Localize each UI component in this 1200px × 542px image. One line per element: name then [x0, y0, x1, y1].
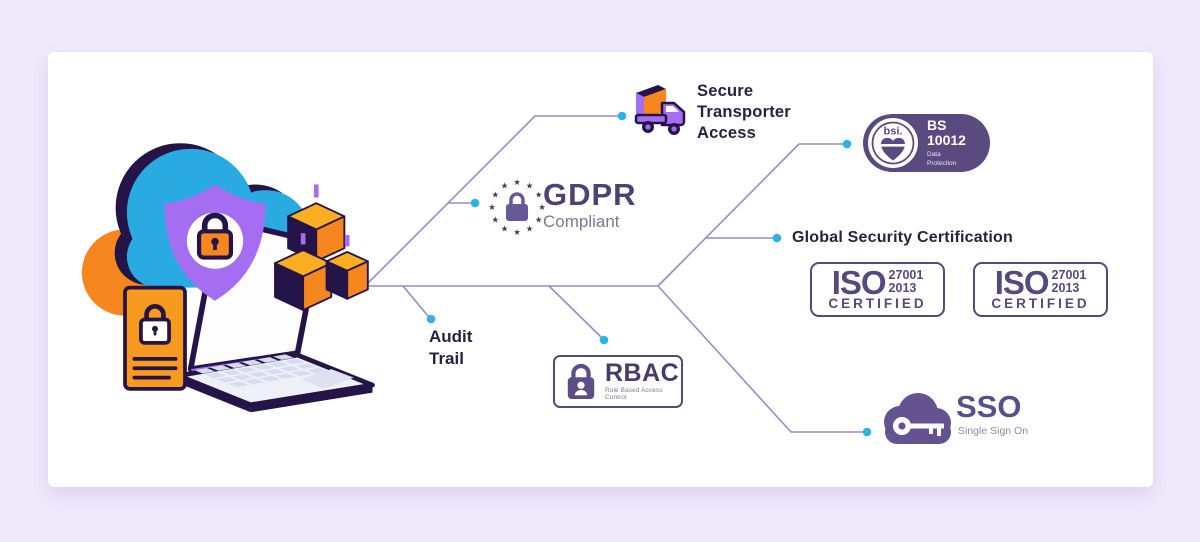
- connector-audit-trail: [402, 285, 429, 317]
- bs10012-scope: Data Protection: [927, 151, 966, 167]
- bsi-logo-icon: bsi.: [868, 118, 918, 168]
- rbac-text-block: RBAC Role Based Access Control: [605, 359, 681, 401]
- rbac-subtitle: Role Based Access Control: [605, 386, 663, 401]
- sso-title: SSO: [956, 389, 1022, 424]
- svg-text:★: ★: [535, 216, 543, 226]
- iso-badge1-row: ISO 27001 2013: [831, 263, 924, 301]
- sso-cloud-shape: [884, 393, 951, 444]
- gdpr-label-block: GDPR Compliant: [543, 179, 637, 232]
- gdpr-star-ring: ★★★★★★★★★★★★: [488, 178, 546, 238]
- audit-trail-label: Audit Trail: [429, 326, 472, 371]
- secure-document-icon: [123, 285, 187, 391]
- svg-text:★: ★: [488, 203, 496, 213]
- laptop-trackpad: [301, 369, 354, 389]
- iso-badge1-certified: CERTIFIED: [828, 295, 927, 311]
- connector-secure-transporter: [364, 115, 619, 287]
- secure-transporter-line2: Transporter: [697, 103, 791, 122]
- sso-cloud-key-icon: [884, 393, 951, 444]
- bs10012-scope-line1: Data: [927, 151, 941, 159]
- secure-transporter-access-label: Secure Transporter Access: [697, 81, 791, 144]
- data-blocks-icon: [274, 184, 369, 311]
- iso-badge1-year: 2013: [888, 280, 917, 295]
- svg-text:★: ★: [535, 191, 543, 201]
- connector-sso: [657, 285, 864, 433]
- bs10012-badge: bsi. BS 10012 Data Protection: [863, 114, 990, 172]
- svg-text:★: ★: [526, 225, 534, 235]
- iso-badge1-numbers: 27001 2013: [888, 267, 924, 295]
- node-dot-global-security: [772, 233, 782, 243]
- node-dot-rbac: [599, 335, 609, 345]
- gdpr-subtitle: Compliant: [543, 212, 620, 231]
- laptop-keys: [194, 354, 328, 387]
- connector-rbac: [548, 285, 602, 338]
- svg-text:★: ★: [513, 228, 521, 238]
- svg-text:★: ★: [491, 191, 499, 201]
- global-security-heading: Global Security Certification: [792, 229, 1013, 246]
- svg-text:★: ★: [538, 203, 546, 213]
- node-dot-secure-transporter: [617, 111, 627, 121]
- svg-text:★: ★: [491, 216, 499, 226]
- gdpr-stars-lock-icon: ★★★★★★★★★★★★: [488, 178, 546, 238]
- iso-badge1-standard: 27001: [888, 267, 924, 282]
- svg-text:★: ★: [513, 178, 521, 188]
- lock-keyhole-slot: [213, 241, 217, 251]
- bs10012-standard: BS: [927, 117, 947, 134]
- secure-transporter-line1: Secure: [697, 82, 754, 100]
- iso-badge2-numbers: 27001 2013: [1051, 267, 1087, 295]
- gdpr-title: GDPR: [543, 177, 637, 212]
- document-text-lines: [132, 356, 178, 380]
- iso-27001-badge-2: ISO 27001 2013 CERTIFIED: [973, 262, 1108, 317]
- svg-text:★: ★: [526, 181, 534, 191]
- rbac-title: RBAC: [605, 359, 680, 388]
- iso-badge1-title: ISO: [831, 263, 887, 301]
- purple-arrow-icons: [300, 184, 350, 247]
- rbac-lock-user-icon: [567, 363, 595, 399]
- rbac-badge: RBAC Role Based Access Control: [553, 355, 683, 408]
- data-block-lower-left: [274, 249, 333, 311]
- document-lock-keyhole-slot: [153, 328, 157, 336]
- gdpr-lock-shackle: [509, 192, 525, 206]
- node-dot-gdpr: [470, 198, 480, 208]
- data-block-lower-right: [325, 251, 369, 300]
- iso-badge2-standard: 27001: [1051, 267, 1087, 282]
- secure-transporter-line3: Access: [697, 124, 756, 143]
- bs10012-scope-line2: Protection: [927, 159, 957, 167]
- document-lock-shackle: [144, 304, 166, 322]
- iso-badge2-certified: CERTIFIED: [991, 295, 1090, 311]
- bs10012-text-block: BS 10012 Data Protection: [927, 118, 966, 167]
- audit-trail-line1: Audit: [429, 327, 473, 346]
- node-dot-audit-trail: [426, 314, 436, 324]
- iso-badge2-year: 2013: [1051, 280, 1080, 295]
- bsi-brand-text: bsi.: [884, 126, 903, 138]
- svg-text:★: ★: [501, 225, 509, 235]
- node-dot-sso: [862, 427, 872, 437]
- bsi-heart-stripe: [880, 144, 906, 147]
- sso-subtitle: Single Sign On: [958, 425, 1029, 437]
- audit-trail-line2: Trail: [429, 349, 464, 369]
- iso-badge2-row: ISO 27001 2013: [994, 263, 1087, 301]
- bs10012-number: 10012: [927, 132, 966, 149]
- svg-text:★: ★: [501, 181, 509, 191]
- node-dot-bs10012: [842, 139, 852, 149]
- bsi-heart-mark: [881, 137, 905, 161]
- gdpr-lock-body: [506, 204, 528, 221]
- iso-badge2-title: ISO: [994, 263, 1050, 301]
- connector-bs10012: [657, 143, 844, 287]
- truck-icon: [634, 85, 686, 135]
- lock-shackle: [201, 212, 229, 234]
- cloud-laptop-security-illustration: [81, 143, 375, 413]
- iso-27001-badge-1: ISO 27001 2013 CERTIFIED: [810, 262, 945, 317]
- shield-lock-icon: [164, 184, 266, 301]
- sso-key-shape: [893, 417, 944, 436]
